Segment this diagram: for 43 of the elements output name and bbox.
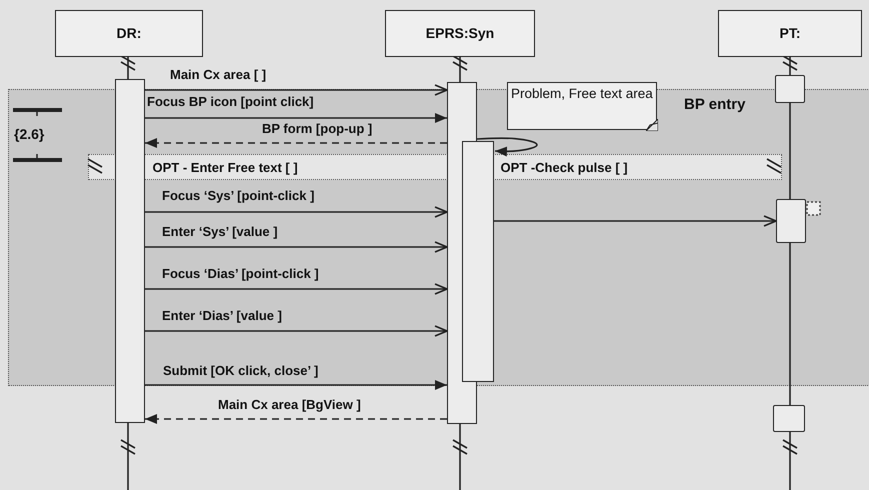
message-arrow — [145, 206, 448, 218]
lifeline — [127, 57, 129, 79]
message-arrow — [145, 138, 447, 148]
activation-box — [775, 75, 805, 103]
activation-bar — [115, 79, 145, 423]
message-arrow — [145, 84, 448, 96]
lifeline — [459, 424, 461, 490]
lifeline — [789, 57, 791, 75]
participant-name: EPRS:Syn — [426, 26, 494, 41]
message-arrow — [145, 414, 447, 424]
message-arrow — [145, 380, 447, 390]
lifeline — [789, 243, 791, 405]
lifeline — [127, 423, 129, 490]
lifeline — [789, 432, 791, 490]
message-label: Main Cx area [BgView ] — [218, 397, 361, 412]
message-label: Submit [OK click, close’ ] — [163, 363, 318, 378]
note-text: Problem, Free text area — [511, 86, 653, 102]
participant-box — [55, 10, 203, 57]
participant-box — [385, 10, 535, 57]
lifeline — [789, 103, 791, 199]
message-arrow — [494, 215, 777, 227]
lifeline — [459, 57, 461, 82]
participant-name: DR: — [116, 26, 142, 41]
fragment-label: OPT -Check pulse [ ] — [500, 160, 628, 174]
message-arrow — [145, 283, 448, 295]
message-label: Main Cx area [ ] — [170, 67, 266, 82]
message-label: Focus BP icon [point click] — [147, 94, 314, 109]
self-message-arrow — [476, 137, 538, 157]
message-label: Enter ‘Dias’ [value ] — [162, 308, 282, 323]
duration-label: {2.6} — [14, 127, 44, 142]
fragment-label: OPT - Enter Free text [ ] — [152, 160, 298, 174]
message-label: Enter ‘Sys’ [value ] — [162, 224, 278, 239]
frame-label: BP entry — [684, 97, 746, 112]
message-arrow — [145, 113, 447, 123]
message-arrow — [145, 325, 448, 337]
message-label: Focus ‘Dias’ [point-click ] — [162, 266, 319, 281]
message-label: BP form [pop-up ] — [262, 121, 372, 136]
note — [507, 82, 657, 130]
message-arrow — [145, 241, 448, 253]
participant-box — [718, 10, 862, 57]
activation-box — [773, 405, 805, 432]
message-label: Focus ‘Sys’ [point-click ] — [162, 188, 314, 203]
participant-name: PT: — [780, 26, 800, 41]
